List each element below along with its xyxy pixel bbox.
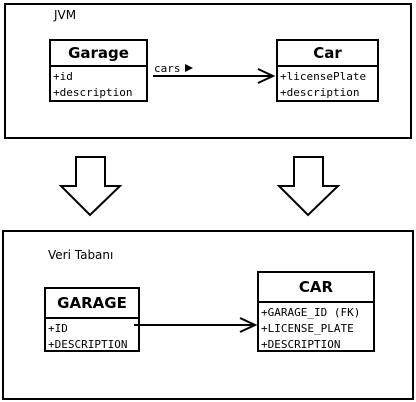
- jvm-car-name: Car: [278, 41, 377, 67]
- db-label: Veri Tabanı: [48, 248, 114, 262]
- mapping-arrow-left-icon: [58, 156, 123, 217]
- jvm-association-arrow: [153, 68, 276, 84]
- jvm-label: JVM: [54, 8, 77, 22]
- db-garage-attr-description: +DESCRIPTION: [48, 338, 128, 351]
- db-garage-name: GARAGE: [46, 289, 138, 319]
- association-direction-icon: [185, 64, 193, 72]
- db-car-name: CAR: [259, 273, 373, 303]
- db-car-attr-description: +DESCRIPTION: [261, 338, 341, 351]
- db-car-attr-license-plate: +LICENSE_PLATE: [261, 322, 354, 335]
- jvm-garage-class: Garage +id +description: [49, 39, 148, 102]
- jvm-garage-attr-description: +description: [53, 86, 133, 99]
- jvm-garage-name: Garage: [51, 41, 146, 67]
- db-garage-attr-id: +ID: [48, 322, 68, 335]
- mapping-arrow-right-icon: [276, 156, 341, 217]
- db-garage-table: GARAGE +ID +DESCRIPTION: [44, 287, 140, 352]
- jvm-car-class: Car +licensePlate +description: [276, 39, 379, 102]
- jvm-garage-attr-id: +id: [53, 70, 73, 83]
- db-foreign-key-arrow: [134, 317, 258, 333]
- jvm-association-label: cars: [154, 62, 181, 75]
- jvm-car-attr-description: +description: [280, 86, 360, 99]
- db-car-attr-garage-id: +GARAGE_ID (FK): [261, 306, 361, 319]
- jvm-car-attr-licenseplate: +licensePlate: [280, 70, 367, 83]
- db-car-table: CAR +GARAGE_ID (FK) +LICENSE_PLATE +DESC…: [257, 271, 375, 352]
